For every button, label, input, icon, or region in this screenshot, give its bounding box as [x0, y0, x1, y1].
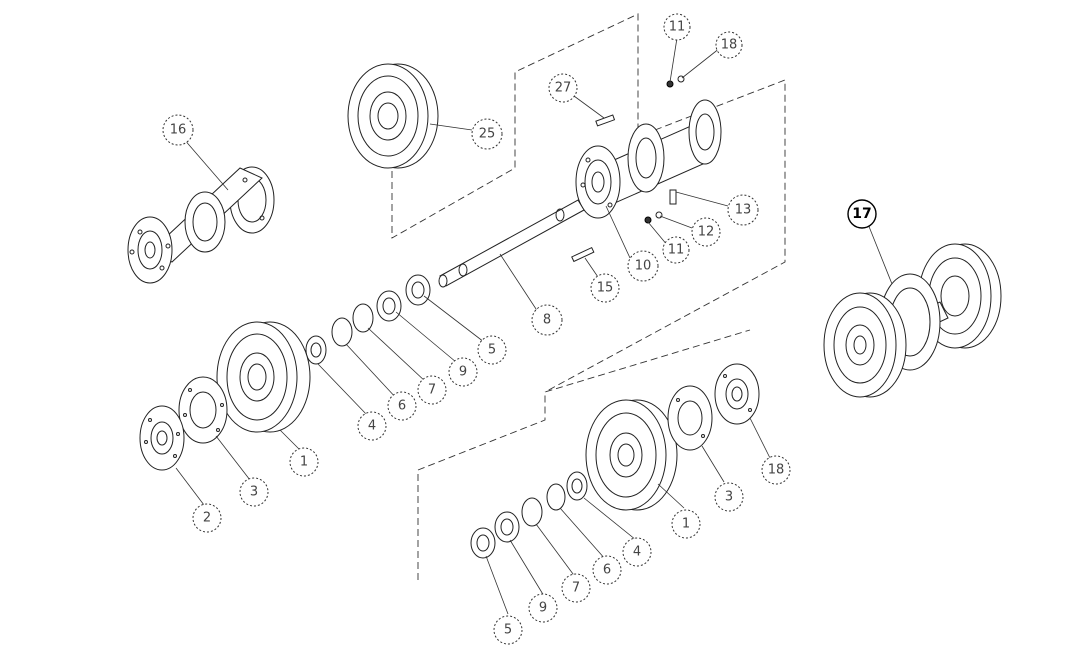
- callout-7-upper: 7: [417, 375, 447, 405]
- callout-4-lower: 4: [622, 537, 652, 567]
- callout-8: 8: [531, 304, 563, 336]
- upper-dashed-outline: [391, 13, 639, 239]
- callout-label: 6: [603, 563, 611, 578]
- callout-label: 10: [635, 259, 652, 274]
- ring-6-upper: [331, 317, 353, 347]
- callout-label: 4: [633, 545, 641, 560]
- callout-9-lower: 9: [528, 593, 558, 623]
- wheel-1-right: [585, 399, 678, 511]
- callout-25: 25: [471, 118, 503, 150]
- callout-label: 15: [597, 281, 614, 296]
- callout-label: 2: [203, 511, 211, 526]
- leader-lines: [175, 37, 893, 615]
- callout-3-left: 3: [239, 477, 269, 507]
- callout-5-lower: 5: [493, 615, 523, 645]
- callout-1-right: 1: [671, 509, 701, 539]
- callout-1-left: 1: [289, 447, 319, 477]
- callout-4-upper: 4: [357, 411, 387, 441]
- callout-13: 13: [727, 194, 759, 226]
- callout-label: 25: [479, 127, 496, 142]
- callout-label: 5: [504, 623, 512, 638]
- wheel-1-left: [216, 321, 311, 433]
- flange-cap-2-left: [139, 405, 185, 471]
- callout-label: 9: [539, 601, 547, 616]
- nut-11-upper: [666, 75, 685, 88]
- callout-label: 27: [555, 81, 572, 96]
- bearing-9-lower: [494, 511, 520, 543]
- ring-7-upper: [352, 303, 374, 333]
- callout-label: 8: [543, 313, 551, 328]
- callout-label: 12: [698, 225, 715, 240]
- flange-cap-2-right: [714, 363, 760, 425]
- hub-assembly-16: [127, 166, 275, 284]
- callout-label: 11: [668, 243, 685, 258]
- callout-6-lower: 6: [592, 555, 622, 585]
- bolt-13: [669, 189, 677, 205]
- callout-label: 7: [572, 581, 580, 596]
- callout-balloons: 16 25 27 11 18 13 12 11: [162, 13, 877, 645]
- callout-label: 17: [852, 206, 871, 222]
- callout-9-upper: 9: [448, 357, 478, 387]
- callout-label: 18: [721, 38, 738, 53]
- callout-3-right: 3: [714, 482, 744, 512]
- callout-11-top: 11: [663, 13, 691, 41]
- callout-7-lower: 7: [561, 573, 591, 603]
- shaft-8: [438, 199, 585, 288]
- callout-label: 3: [250, 485, 258, 500]
- callout-17: 17: [847, 199, 877, 229]
- bolt-15: [571, 246, 595, 263]
- callout-18-top: 18: [715, 31, 743, 59]
- callout-label: 5: [488, 343, 496, 358]
- flange-plate-3-right: [667, 385, 713, 451]
- bearing-5-lower: [470, 527, 496, 559]
- roller-assembly-17: [823, 243, 1002, 398]
- callout-2-left: 2: [192, 503, 222, 533]
- callout-15: 15: [590, 273, 620, 303]
- middle-dashed-outline: [544, 79, 786, 393]
- shaft-housing-18: [575, 99, 722, 219]
- callout-12: 12: [691, 217, 721, 247]
- bearing-5-upper: [405, 274, 431, 306]
- nut-11-lower: [644, 211, 663, 224]
- callout-11-mid: 11: [662, 236, 690, 264]
- callout-label: 13: [735, 203, 752, 218]
- callout-10: 10: [627, 250, 659, 282]
- ring-6-lower: [546, 483, 566, 511]
- callout-6-upper: 6: [387, 391, 417, 421]
- callout-label: 3: [725, 490, 733, 505]
- seal-4-lower: [566, 471, 588, 501]
- callout-label: 1: [300, 455, 308, 470]
- callout-5-upper: 5: [477, 335, 507, 365]
- callout-label: 11: [669, 20, 686, 35]
- bearing-9-upper: [376, 290, 402, 322]
- bolt-27: [595, 114, 616, 127]
- ring-7-lower: [521, 497, 543, 527]
- callout-label: 9: [459, 365, 467, 380]
- wheel-25: [347, 63, 439, 169]
- seal-4-upper: [305, 335, 327, 365]
- callout-label: 16: [170, 123, 187, 138]
- callout-label: 6: [398, 399, 406, 414]
- callout-label: 1: [682, 517, 690, 532]
- callout-27: 27: [548, 73, 578, 103]
- lower-dashed-outline: [417, 329, 751, 580]
- callout-16: 16: [162, 114, 194, 146]
- callout-label: 4: [368, 419, 376, 434]
- callout-label: 18: [768, 463, 785, 478]
- flange-plate-3-left: [178, 376, 228, 444]
- callout-label: 7: [428, 383, 436, 398]
- callout-18-lower: 18: [761, 455, 791, 485]
